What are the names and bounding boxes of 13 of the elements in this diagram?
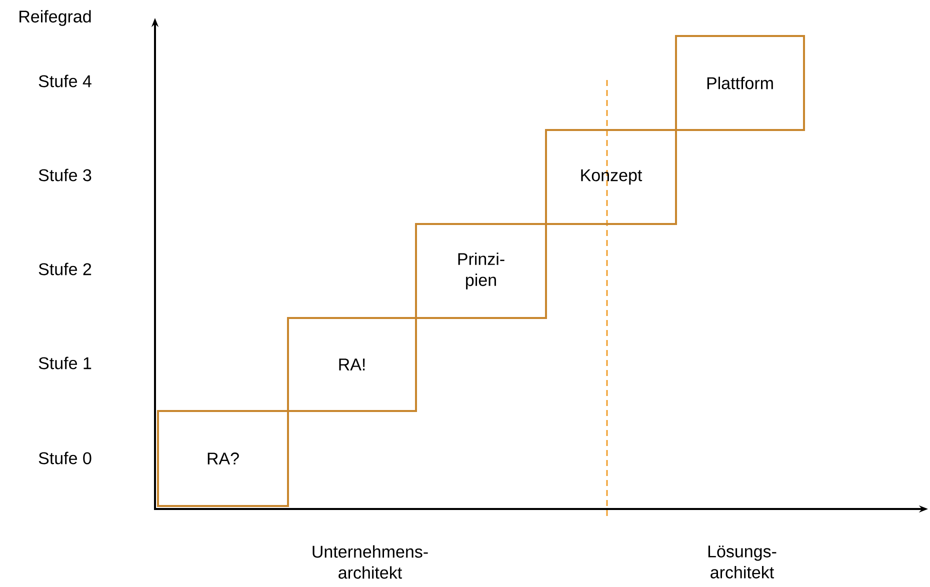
level-label: Stufe 0 <box>38 452 92 464</box>
axis-label: Unternehmens- architekt <box>312 545 428 579</box>
level-label: Stufe 2 <box>38 262 92 276</box>
step-box: Plattform <box>675 35 805 131</box>
level-label: Stufe 1 <box>38 356 92 370</box>
step-box: RA? <box>157 410 289 507</box>
level-label: Stufe 3 <box>38 168 92 182</box>
axis-label: Reifegrad <box>20 10 91 26</box>
level-label: Stufe 4 <box>38 74 92 88</box>
step-box: Konzept <box>545 129 677 225</box>
step-box: RA! <box>287 317 417 412</box>
axis-label: Lösungs- architekt <box>708 546 776 578</box>
step-box: Prinzi- pien <box>415 223 547 319</box>
